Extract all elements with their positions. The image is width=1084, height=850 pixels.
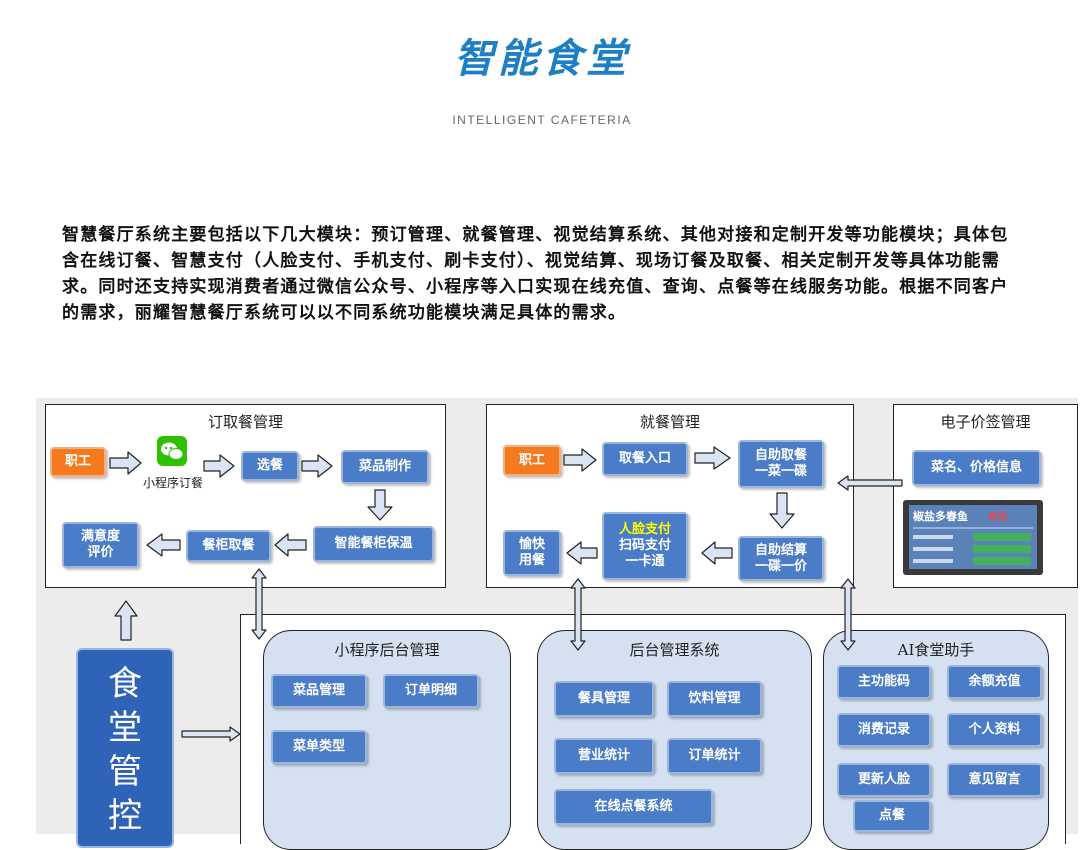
main-code-box: 主功能码: [837, 665, 931, 699]
order-stats-box: 订单统计: [667, 738, 762, 774]
screen-display: 椒盐多春鱼 6元: [909, 505, 1037, 569]
ordering-panel-title: 订取餐管理: [207, 413, 283, 431]
self-pay-box: 自助结算 一碟一价: [738, 536, 824, 581]
smart-cabinet-box: 智能餐柜保温: [313, 526, 434, 562]
screen-bar-3: [973, 557, 1031, 565]
feedback-box: 意见留言: [947, 763, 1042, 797]
cooking-box: 菜品制作: [341, 450, 429, 484]
ai-assistant-title: AI食堂助手: [897, 641, 975, 659]
dining-staff-box: 职工: [503, 445, 561, 476]
canteen-char-3: 管: [108, 752, 142, 792]
update-face-box: 更新人脸: [837, 763, 931, 797]
self-take-line-2: 一菜一碟: [754, 464, 807, 479]
arrow-canteen-up: [114, 600, 138, 641]
arrow-self-pay-to-payment: [701, 541, 733, 565]
arrow-dining-staff-to-entry: [563, 448, 597, 472]
arrow-pickup-to-rating: [146, 533, 181, 557]
rating-line-2: 评价: [87, 545, 114, 560]
arrow-dining-backend-link: [570, 578, 586, 651]
payment-line-3: 一卡通: [625, 554, 665, 569]
payment-line-2: 扫码支付: [618, 538, 671, 553]
select-meal-box: 选餐: [241, 451, 299, 481]
miniapp-admin-title: 小程序后台管理: [334, 641, 440, 659]
page-title: 智能食堂: [454, 36, 630, 82]
arrow-warming-to-pickup: [274, 533, 307, 557]
business-stats-box: 营业统计: [554, 738, 654, 774]
arrow-select-to-cooking: [301, 454, 333, 478]
consumption-record-box: 消费记录: [837, 713, 931, 747]
screen-line: [913, 527, 1033, 529]
price-tag-screen: 椒盐多春鱼 6元: [903, 500, 1043, 575]
screen-text-1: [913, 535, 953, 539]
arrow-cooking-to-warming: [367, 489, 393, 521]
arrow-canteen-to-management: [181, 726, 241, 742]
cabinet-pickup-box: 餐柜取餐: [186, 530, 271, 562]
balance-recharge-box: 余额充值: [947, 665, 1042, 699]
arrow-self-take-to-self-pay: [769, 492, 795, 529]
arrow-price-to-dining: [837, 475, 903, 491]
beverage-management-box: 饮料管理: [667, 681, 762, 717]
self-take-box: 自助取餐 一菜一碟: [738, 440, 824, 488]
happy-dining-box: 愉快 用餐: [503, 530, 561, 576]
screen-bar-1: [973, 533, 1031, 541]
arrow-ordering-miniapp-link: [251, 568, 267, 640]
dish-management-box: 菜品管理: [271, 674, 367, 708]
payment-line-1: 人脸支付: [618, 522, 671, 537]
screen-price: 6元: [989, 510, 1008, 523]
dining-panel-title: 就餐管理: [639, 413, 700, 431]
arrow-entry-to-self-take: [694, 446, 731, 470]
canteen-char-2: 堂: [108, 708, 142, 748]
payment-box: 人脸支付 扫码支付 一卡通: [602, 512, 688, 580]
self-take-line-1: 自助取餐: [754, 448, 807, 463]
rating-box: 满意度 评价: [62, 522, 139, 568]
arrow-wechat-to-select: [203, 454, 235, 478]
arrow-payment-to-happy: [566, 541, 598, 565]
online-ordering-box: 在线点餐系统: [554, 789, 713, 825]
screen-dish-name: 椒盐多春鱼: [913, 510, 968, 523]
happy-line-1: 愉快: [518, 537, 545, 552]
arrow-staff-to-wechat: [109, 451, 142, 475]
order-meal-box: 点餐: [853, 800, 931, 832]
self-pay-line-2: 一碟一价: [754, 558, 807, 574]
dish-price-info-box: 菜名、价格信息: [912, 450, 1041, 486]
menu-type-box: 菜单类型: [271, 730, 367, 764]
arrow-dining-ai-link: [840, 578, 856, 651]
rating-line-1: 满意度: [80, 529, 120, 544]
tableware-management-box: 餐具管理: [554, 681, 654, 717]
order-detail-box: 订单明细: [383, 674, 479, 708]
screen-bar-2: [973, 545, 1031, 553]
page-subtitle: INTELLIGENT CAFETERIA: [452, 113, 632, 127]
wechat-icon: [157, 436, 187, 466]
miniapp-order-label: 小程序订餐: [142, 476, 203, 490]
screen-text-3: [913, 559, 953, 563]
backend-title: 后台管理系统: [629, 641, 720, 659]
canteen-char-4: 控: [108, 796, 142, 836]
profile-box: 个人资料: [947, 713, 1042, 747]
ordering-staff-box: 职工: [50, 447, 106, 477]
price-tag-panel-title: 电子价签管理: [940, 413, 1031, 431]
screen-text-2: [913, 547, 953, 551]
intro-paragraph: 智慧餐厅系统主要包括以下几大模块：预订管理、就餐管理、视觉结算系统、其他对接和定…: [62, 225, 1009, 323]
meal-entry-box: 取餐入口: [602, 442, 688, 476]
happy-line-2: 用餐: [518, 553, 545, 568]
self-pay-line-1: 自助结算: [754, 542, 807, 558]
canteen-char-1: 食: [108, 664, 142, 704]
